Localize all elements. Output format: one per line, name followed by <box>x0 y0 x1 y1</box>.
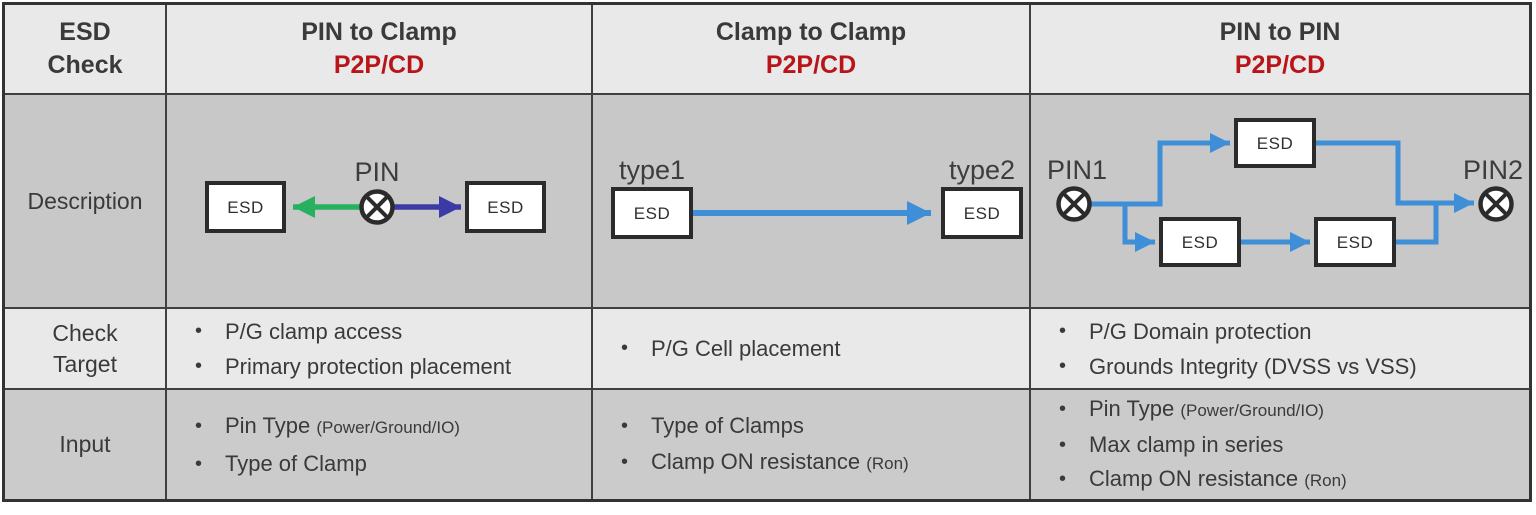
header-pin-to-clamp-title: PIN to Clamp <box>301 18 457 46</box>
esd-box-bottom-right-label: ESD <box>1337 233 1373 252</box>
esd-box-bottom-left <box>1159 217 1241 267</box>
pin2-node-icon <box>1478 186 1514 222</box>
list-item: Grounds Integrity (DVSS vs VSS) <box>1031 349 1529 384</box>
pin1-node-icon <box>1056 186 1092 222</box>
header-pin-to-clamp-subtitle: P2P/CD <box>333 51 425 79</box>
path-to-top-esd <box>1090 133 1230 207</box>
diagram-pin-to-clamp-cell: ESD ESD PIN <box>167 95 593 309</box>
bullet-text: Pin Type <box>225 412 311 438</box>
diagram-pin-to-pin-cell: ESD ESD ESD PIN1 PIN2 <box>1031 95 1529 309</box>
check-target-clamp-to-clamp: P/G Cell placement <box>593 309 1031 390</box>
check-target-pin-to-clamp: P/G clamp access Primary protection plac… <box>167 309 593 390</box>
bullet-text: Grounds Integrity (DVSS vs VSS) <box>1089 353 1417 379</box>
bullet-note: (Ron) <box>866 453 909 473</box>
bullet-text: Clamp ON resistance <box>1089 465 1299 491</box>
esd-box-bottom-left-label: ESD <box>1182 233 1218 252</box>
header-pin-to-pin-title: PIN to PIN <box>1219 18 1341 46</box>
list-item: P/G Cell placement <box>593 331 1029 366</box>
pin-to-clamp-diagram: ESD ESD PIN <box>205 157 546 233</box>
input-list: Pin Type (Power/Ground/IO) Max clamp in … <box>1031 392 1529 498</box>
input-pin-to-clamp: Pin Type (Power/Ground/IO) Type of Clamp <box>167 390 593 499</box>
bullet-note: (Power/Ground/IO) <box>1180 400 1324 420</box>
description-label: Description <box>27 187 143 214</box>
header-esd-check-line1: ESD <box>59 18 111 46</box>
esd-box-top <box>1234 118 1316 168</box>
diagram-clamp-to-clamp-cell: ESD ESD type1 type2 <box>593 95 1031 309</box>
header-esd-check: ESD Check <box>5 5 167 95</box>
bullet-text: Type of Clamp <box>225 450 367 476</box>
row-label-description: Description <box>5 95 167 309</box>
input-clamp-to-clamp: Type of Clamps Clamp ON resistance (Ron) <box>593 390 1031 499</box>
path-esd2-up <box>1393 203 1439 245</box>
header-clamp-to-clamp: Clamp to Clamp P2P/CD <box>593 5 1031 95</box>
pin-to-pin-diagram: ESD ESD ESD PIN1 PIN2 <box>1047 118 1523 267</box>
header-clamp-to-clamp-title: Clamp to Clamp <box>715 18 907 46</box>
header-esd-check-line2: Check <box>47 51 123 79</box>
header-clamp-to-clamp-subtitle: P2P/CD <box>765 51 857 79</box>
esd-box-right-label: ESD <box>964 204 1000 223</box>
list-item: Pin Type (Power/Ground/IO) <box>1031 392 1529 428</box>
esd-box-left <box>205 181 286 233</box>
pin2-label: PIN2 <box>1463 155 1523 185</box>
list-item: Type of Clamps <box>593 408 1029 444</box>
bullet-text: Type of Clamps <box>651 412 804 438</box>
input-list: Pin Type (Power/Ground/IO) Type of Clamp <box>167 408 591 482</box>
path-to-pin2 <box>1313 140 1474 213</box>
input-list: Type of Clamps Clamp ON resistance (Ron) <box>593 408 1029 482</box>
esd-box-left-label: ESD <box>227 198 263 217</box>
type1-label: type1 <box>619 155 685 185</box>
esd-box-left-label: ESD <box>634 204 670 223</box>
list-item: Primary protection placement <box>167 349 591 384</box>
type2-label: type2 <box>949 155 1015 185</box>
list-item: P/G Domain protection <box>1031 314 1529 349</box>
bullet-text: P/G Domain protection <box>1089 318 1312 344</box>
input-pin-to-pin: Pin Type (Power/Ground/IO) Max clamp in … <box>1031 390 1529 499</box>
blue-path-network <box>1090 133 1474 252</box>
list-item: Type of Clamp <box>167 446 591 482</box>
bullet-text: P/G Cell placement <box>651 336 841 361</box>
check-target-label-line1: Check <box>52 319 118 346</box>
esd-box-bottom-right <box>1314 217 1396 267</box>
bullet-text: Max clamp in series <box>1089 431 1284 457</box>
pin1-label: PIN1 <box>1047 155 1107 185</box>
list-item: Clamp ON resistance (Ron) <box>593 444 1029 482</box>
list-item: Pin Type (Power/Ground/IO) <box>167 408 591 446</box>
esd-box-right-label: ESD <box>487 198 523 217</box>
pin-label: PIN <box>354 157 399 187</box>
row-label-check-target: Check Target <box>5 309 167 390</box>
esd-box-right <box>941 187 1023 239</box>
list-item: P/G clamp access <box>167 314 591 349</box>
check-target-list: P/G Cell placement <box>593 331 1029 366</box>
esd-box-right <box>465 181 546 233</box>
check-target-pin-to-pin: P/G Domain protection Grounds Integrity … <box>1031 309 1529 390</box>
esd-box-top-label: ESD <box>1257 134 1293 153</box>
clamp-to-clamp-diagram: ESD ESD type1 type2 <box>611 155 1023 239</box>
input-label: Input <box>59 431 111 457</box>
esd-check-table: ESD Check PIN to Clamp P2P/CD Clamp to C… <box>2 2 1532 502</box>
bullet-text: Clamp ON resistance <box>651 448 861 474</box>
bullet-text: P/G clamp access <box>225 318 403 344</box>
row-label-input: Input <box>5 390 167 499</box>
check-target-list: P/G clamp access Primary protection plac… <box>167 314 591 384</box>
list-item: Clamp ON resistance (Ron) <box>1031 462 1529 498</box>
check-target-list: P/G Domain protection Grounds Integrity … <box>1031 314 1529 384</box>
pin-node-icon <box>359 189 395 225</box>
list-item: Max clamp in series <box>1031 428 1529 462</box>
bullet-note: (Ron) <box>1304 470 1347 490</box>
esd-box-left <box>611 187 693 239</box>
header-pin-to-pin-subtitle: P2P/CD <box>1234 51 1326 79</box>
bullet-text: Primary protection placement <box>225 353 512 379</box>
path-to-bottom-esd1 <box>1122 204 1155 252</box>
header-pin-to-pin: PIN to PIN P2P/CD <box>1031 5 1529 95</box>
bullet-note: (Power/Ground/IO) <box>316 417 460 437</box>
header-pin-to-clamp: PIN to Clamp P2P/CD <box>167 5 593 95</box>
check-target-label-line2: Target <box>53 350 117 377</box>
bullet-text: Pin Type <box>1089 395 1175 421</box>
